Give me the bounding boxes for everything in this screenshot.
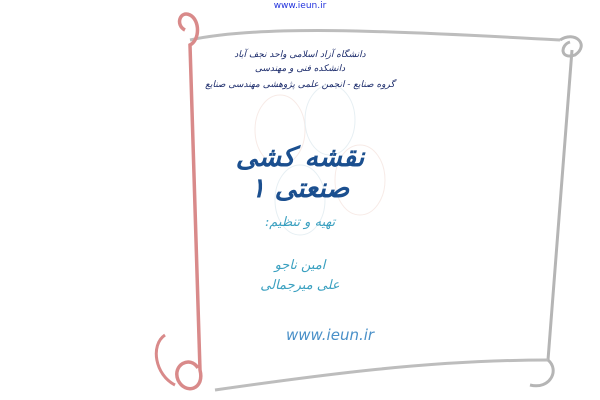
prepared-by-label: تهیه و تنظیم:: [264, 215, 336, 230]
website-link[interactable]: www.ieun.ir: [285, 326, 375, 344]
department-name: گروه صنایع - انجمن علمی پژوهشی مهندسی صن…: [205, 80, 395, 90]
flower-watermark: [254, 84, 386, 236]
document-title: نقشه کشی صنعتی ۱: [235, 142, 365, 204]
author-name: امین ناجو: [274, 258, 326, 273]
scroll-bottom-edge: [214, 358, 549, 392]
header-link[interactable]: www.ieun.ir: [273, 1, 327, 11]
university-name: دانشگاه آزاد اسلامی واحد نجف آباد: [234, 50, 366, 60]
scroll-top-edge: [189, 29, 561, 42]
author-name: علی میرجمالی: [260, 278, 340, 293]
faculty-name: دانشکده فنی و مهندسی: [254, 64, 346, 74]
scroll-right-roll: [546, 35, 583, 361]
scroll-left-roll: [175, 12, 203, 391]
